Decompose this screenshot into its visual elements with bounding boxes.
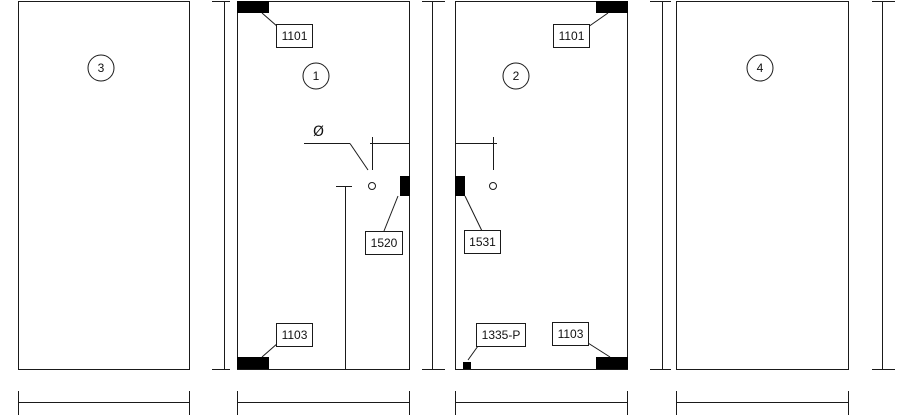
tag-1101-right: 1101: [553, 24, 590, 48]
leader-lines: [261, 12, 611, 361]
tag-1103-right-label: 1103: [558, 327, 584, 341]
tag-1335-p-label: 1335-P: [482, 328, 521, 342]
keeper-block-panel-2: [455, 176, 465, 196]
tag-1520: 1520: [365, 231, 403, 255]
vertical-dimension-lines: [18, 1, 895, 370]
handle-detail-panel-1: [304, 137, 410, 369]
floor-bolt-block: [463, 362, 471, 369]
top-hinge-panel-2: [596, 1, 628, 13]
panel-number-4: 4: [746, 54, 774, 82]
panel-1-outline: [237, 1, 410, 370]
tag-1531-label: 1531: [469, 235, 496, 249]
panel-number-1-label: 1: [313, 69, 320, 83]
panel-number-2-label: 2: [513, 69, 520, 83]
tag-1520-label: 1520: [371, 236, 398, 250]
diameter-symbol: Ø: [313, 124, 324, 140]
tag-1101-left: 1101: [276, 24, 313, 48]
panel-number-4-label: 4: [757, 61, 764, 75]
bottom-hinge-panel-1: [237, 357, 269, 369]
tag-1103-right: 1103: [552, 322, 589, 346]
handle-detail-panel-2: [455, 137, 497, 190]
panel-2-outline: [455, 1, 628, 370]
tag-1335-p: 1335-P: [476, 323, 526, 347]
tag-1101-right-label: 1101: [559, 29, 585, 43]
panel-3-outline: [18, 1, 190, 370]
panel-number-3: 3: [87, 54, 115, 82]
panel-number-2: 2: [502, 62, 530, 90]
tag-1103-left-label: 1103: [282, 328, 308, 342]
panel-4-outline: [676, 1, 849, 370]
panel-number-3-label: 3: [98, 61, 105, 75]
tag-1531: 1531: [464, 230, 501, 254]
tag-1101-left-label: 1101: [282, 29, 308, 43]
top-hinge-panel-1: [237, 1, 269, 13]
bottom-hinge-panel-2: [596, 357, 628, 369]
tag-1103-left: 1103: [276, 323, 313, 347]
panel-number-1: 1: [302, 62, 330, 90]
bottom-dimension-lines: [18, 391, 849, 415]
lock-block-panel-1: [400, 176, 410, 196]
